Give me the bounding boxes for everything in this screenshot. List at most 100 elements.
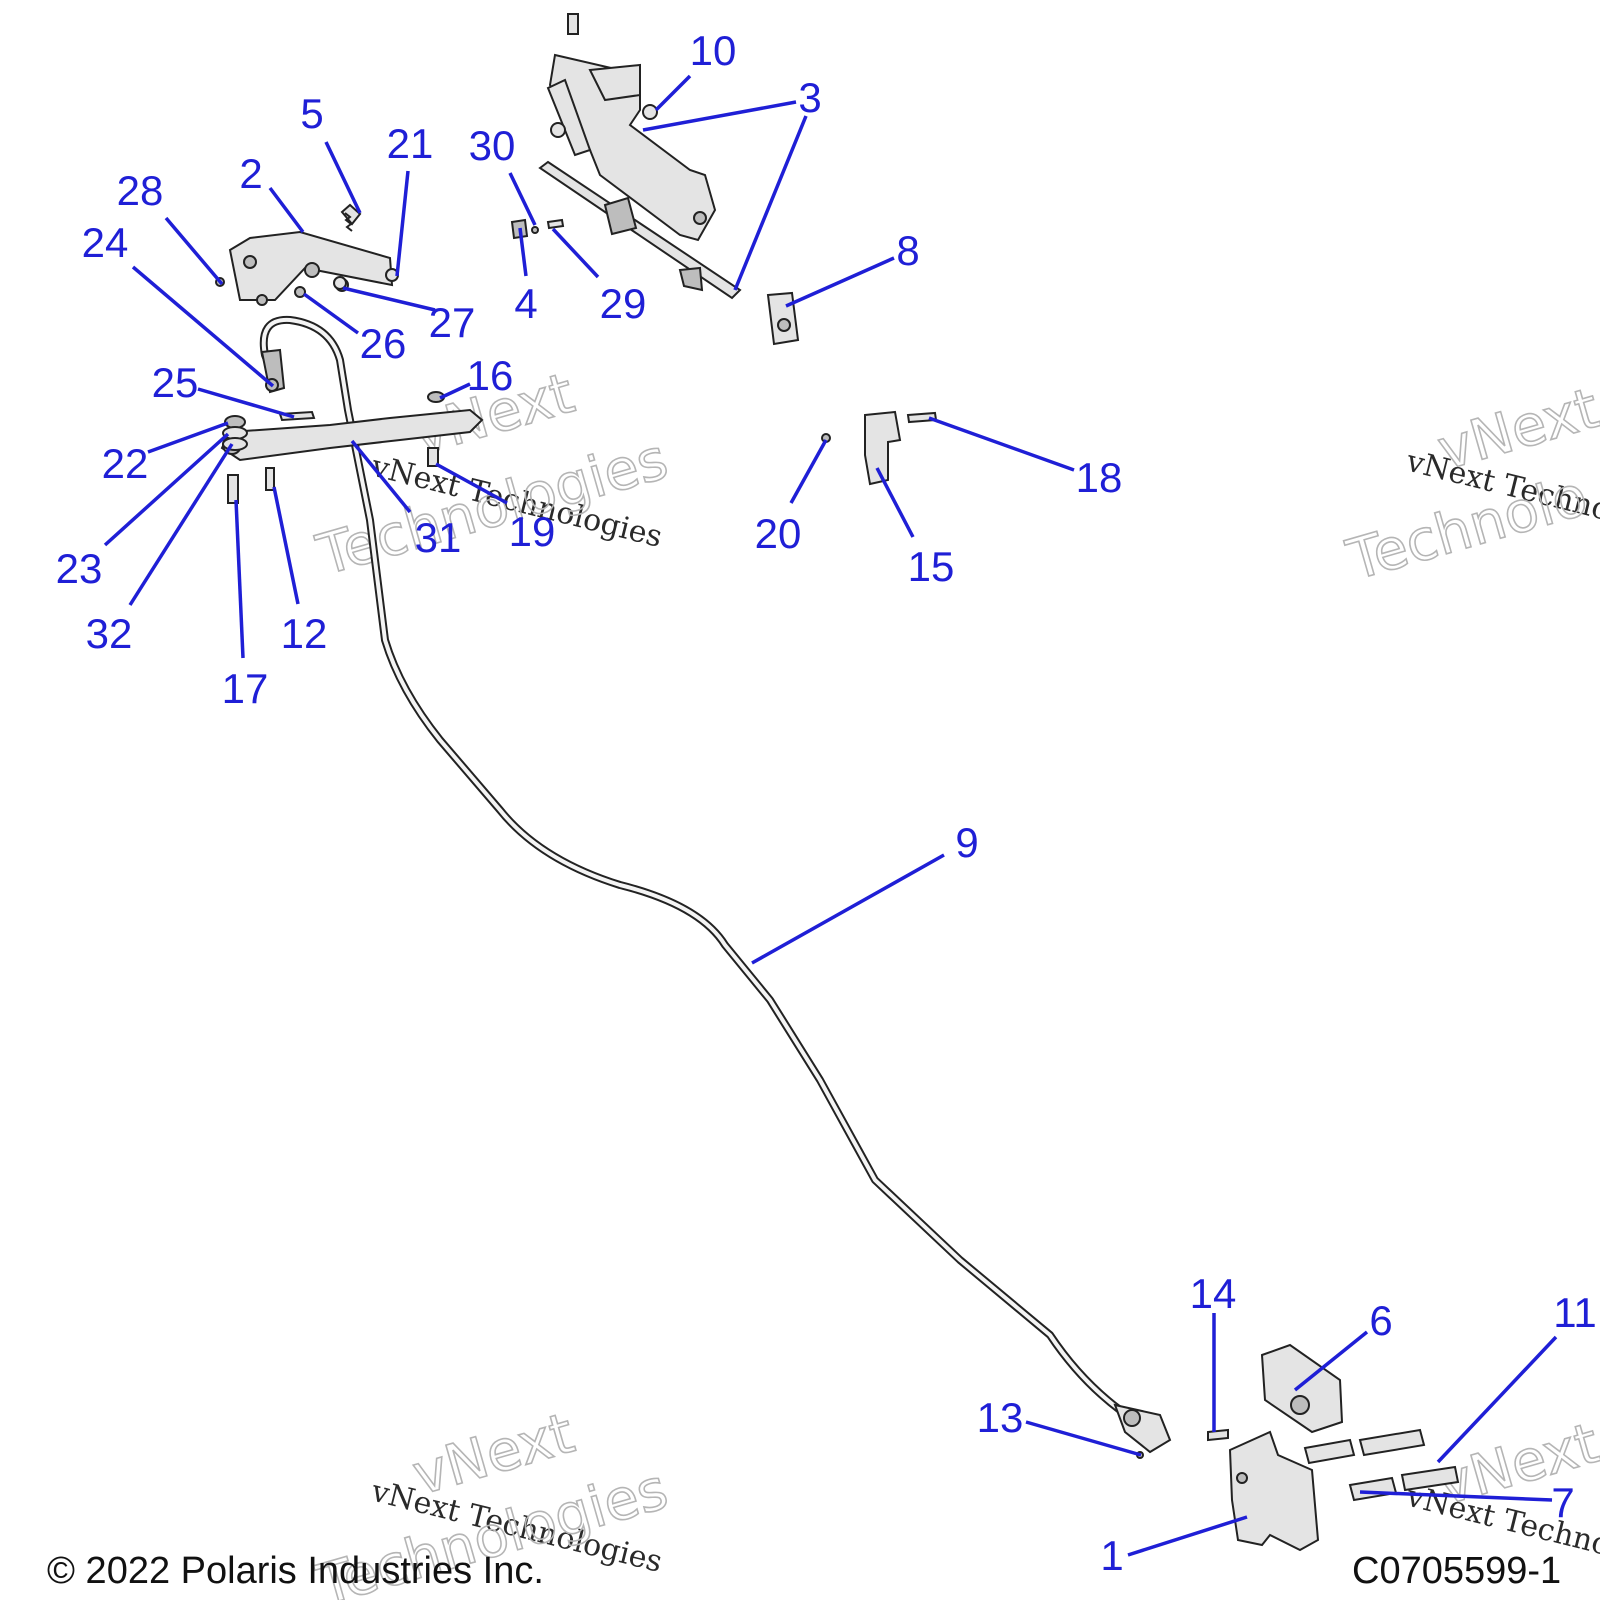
bracket-2-stud [256,294,268,306]
brake-cable-inner [261,317,1122,1412]
callout-25: 25 [152,359,199,406]
bolt-7a [1358,1428,1426,1457]
callout-22: 22 [102,440,149,487]
leader-29 [551,227,600,279]
spring-5 [340,203,362,226]
figure-id: C0705599-1 [1352,1550,1561,1592]
callout-1: 1 [1100,1532,1123,1579]
leader-26 [302,292,360,335]
leader-31 [350,439,412,514]
bracket-3-plate [546,78,592,157]
callout-20: 20 [755,510,802,557]
callout-5: 5 [300,90,323,137]
leader-19 [435,462,508,505]
bolt-3-side [550,122,566,138]
callout-29: 29 [600,280,647,327]
leader-28 [164,216,224,286]
callout-4: 4 [514,280,537,327]
part-26 [294,286,306,298]
leader-13 [1025,1420,1142,1457]
leader-22 [147,421,229,454]
lever-15 [864,410,902,486]
leader-30 [508,172,537,226]
bolt-17 [227,474,239,504]
callout-16: 16 [467,352,514,399]
bracket-1-hole [1236,1472,1248,1484]
callout-26: 26 [360,320,407,367]
bushing-7a [1303,1438,1356,1465]
leader-17 [234,499,245,659]
callout-30: 30 [469,122,516,169]
cable-ferrule [1123,1409,1141,1427]
leader-16 [439,382,471,400]
caliper-6 [1260,1343,1344,1434]
callout-18: 18 [1076,454,1123,501]
bracket-3-hole [693,211,707,225]
callout-24: 24 [82,219,129,266]
bolt-11 [1400,1465,1460,1492]
shaft-3 [538,160,742,300]
leader-4 [518,227,528,277]
part-27 [333,276,347,290]
spring-5-coil [344,212,353,232]
bolt-10 [642,104,658,120]
leader-9 [751,853,945,965]
callout-3: 3 [798,74,821,121]
bolt-3-top [567,13,579,35]
bolt-12 [265,467,275,491]
copyright-text: © 2022 Polaris Industries Inc. [47,1550,544,1592]
callout-6: 6 [1369,1297,1392,1344]
clip-8-hole [777,318,791,332]
leader-24 [131,265,275,388]
washer-32 [222,437,248,451]
leader-10 [654,74,692,112]
leader-32 [128,443,234,606]
caliper-6-piston [1290,1395,1310,1415]
pin-14 [1207,1428,1229,1442]
callout-10: 10 [690,27,737,74]
leader-6 [1293,1330,1369,1392]
leader-12 [272,486,300,605]
leader-21 [395,170,410,277]
callout-12: 12 [281,610,328,657]
callout-15: 15 [908,543,955,590]
leader-18 [928,416,1075,472]
watermarks: vNext vNext Technologies Technologies vN… [309,360,1600,1600]
callout-32: 32 [86,610,133,657]
callout-9: 9 [955,819,978,866]
callout-numbers: 1 2 3 4 5 6 7 8 9 10 11 12 13 14 15 16 1… [56,27,1597,1579]
leader-7 [1359,1490,1553,1502]
leader-20 [789,439,828,504]
callout-7: 7 [1551,1479,1574,1526]
part-30 [531,226,539,234]
bushing-7b [1348,1476,1398,1502]
callout-17: 17 [222,665,269,712]
bracket-1 [1228,1430,1320,1552]
cable-end-fitting [260,348,286,394]
callout-13: 13 [977,1394,1024,1441]
leader-27 [342,286,436,312]
callout-14: 14 [1190,1270,1237,1317]
leader-3a [642,100,797,132]
parts [215,13,1460,1552]
leader-1 [1127,1515,1248,1557]
callout-28: 28 [117,167,164,214]
callout-2: 2 [239,150,262,197]
callout-31: 31 [415,514,462,561]
leader-23 [103,432,230,547]
leader-3b [733,115,808,291]
bracket-3-ear [588,63,641,102]
callout-11: 11 [1553,1289,1597,1336]
shaft-3-tab [678,266,704,292]
callout-23: 23 [56,545,103,592]
bracket-2-bolt [304,262,320,278]
leader-2 [268,186,305,234]
leader-8 [785,256,895,308]
cable-clevis [1113,1403,1172,1454]
bracket-2-hole [243,255,257,269]
shaft-3-collar [603,196,638,236]
callout-19: 19 [509,508,556,555]
bolt-19 [427,447,439,467]
leader-11 [1436,1335,1558,1464]
